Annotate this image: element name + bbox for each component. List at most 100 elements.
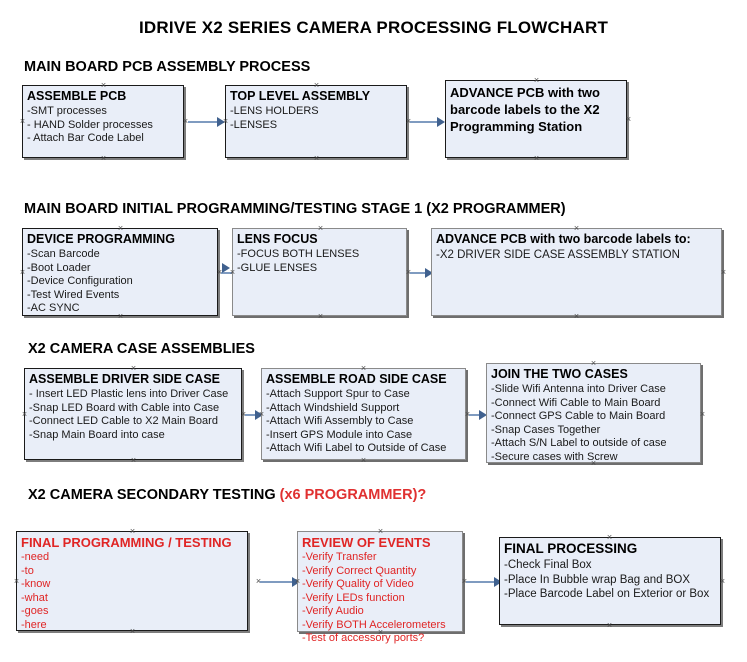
- box-advance-pcb-programming-station[interactable]: ADVANCE PCB with two barcode labels to t…: [445, 80, 627, 158]
- box-line: -Device Configuration: [27, 275, 133, 287]
- section-heading-3: X2 CAMERA CASE ASSEMBLIES: [28, 341, 255, 357]
- box-line: -Attach S/N Label to outside of case: [491, 437, 667, 449]
- arrowhead-icon: [437, 117, 445, 127]
- box-line: -Boot Loader: [27, 261, 91, 274]
- box-line: - Attach Bar Code Label: [27, 132, 144, 144]
- connection-handle[interactable]: [128, 527, 137, 536]
- connection-handle[interactable]: [532, 76, 541, 85]
- connection-handle[interactable]: [99, 81, 108, 90]
- box-assemble-driver-side-case[interactable]: ASSEMBLE DRIVER SIDE CASE - Insert LED P…: [24, 368, 242, 460]
- box-line: -what: [21, 591, 48, 604]
- box-top-level-assembly[interactable]: TOP LEVEL ASSEMBLY -LENS HOLDERS -LENSES: [225, 85, 407, 158]
- box-title: FINAL PROGRAMMING / TESTING: [21, 535, 232, 550]
- connection-handle[interactable]: [359, 456, 368, 465]
- box-line: -know: [21, 578, 51, 590]
- connection-handle[interactable]: [293, 577, 302, 586]
- section-heading-4-accent: (x6 PROGRAMMER)?: [279, 487, 427, 503]
- connection-handle[interactable]: [359, 364, 368, 373]
- connection-handle[interactable]: [572, 312, 581, 321]
- box-line: -Connect Wifi Cable to Main Board: [491, 396, 661, 409]
- arrowhead-icon: [479, 410, 487, 420]
- connection-handle[interactable]: [99, 154, 108, 163]
- box-review-of-events[interactable]: REVIEW OF EVENTS -Verify Transfer -Verif…: [297, 531, 463, 644]
- connection-handle[interactable]: [20, 410, 29, 419]
- connection-handle[interactable]: [376, 527, 385, 536]
- box-lens-focus[interactable]: LENS FOCUS -FOCUS BOTH LENSES -GLUE LENS…: [232, 228, 407, 316]
- box-title: REVIEW OF EVENTS: [302, 535, 431, 550]
- connection-handle[interactable]: [316, 224, 325, 233]
- connection-handle[interactable]: [718, 577, 727, 586]
- box-title: ASSEMBLE PCB: [27, 89, 127, 103]
- box-final-processing[interactable]: FINAL PROCESSING -Check Final Box -Place…: [499, 537, 721, 625]
- box-line: -Attach Wifi Assembly to Case: [266, 415, 414, 427]
- connection-handle[interactable]: [719, 268, 728, 277]
- section-heading-2-text: MAIN BOARD INITIAL PROGRAMMING/TESTING S…: [24, 201, 566, 217]
- box-line: -Verify Correct Quantity: [302, 564, 417, 577]
- arrowhead-icon: [425, 268, 433, 278]
- connector-arrow: [469, 414, 481, 416]
- connector-arrow: [410, 121, 438, 123]
- box-advance-pcb-driver-side-case[interactable]: ADVANCE PCB with two barcode labels to: …: [431, 228, 722, 316]
- box-title: ASSEMBLE DRIVER SIDE CASE: [29, 372, 221, 386]
- box-line: -Test Wired Events: [27, 288, 120, 301]
- connection-handle[interactable]: [128, 627, 137, 636]
- connection-handle[interactable]: [312, 154, 321, 163]
- box-line: - Insert LED Plastic lens into Driver Ca…: [29, 388, 229, 400]
- box-final-programming-testing[interactable]: FINAL PROGRAMMING / TESTING -need -to -k…: [16, 531, 248, 631]
- box-line: -LENSES: [230, 118, 278, 131]
- section-heading-1: MAIN BOARD PCB ASSEMBLY PROCESS: [24, 59, 310, 75]
- section-heading-2: MAIN BOARD INITIAL PROGRAMMING/TESTING S…: [24, 201, 566, 217]
- box-line: -Snap LED Board with Cable into Case: [29, 401, 220, 414]
- connection-handle[interactable]: [605, 533, 614, 542]
- section-heading-3-text: X2 CAMERA CASE ASSEMBLIES: [28, 341, 255, 357]
- connection-handle[interactable]: [589, 459, 598, 468]
- box-line: -Place In Bubble wrap Bag and BOX: [504, 573, 691, 586]
- box-line: -Verify Quality of Video: [302, 578, 414, 590]
- connection-handle[interactable]: [572, 224, 581, 233]
- connection-handle[interactable]: [18, 268, 27, 277]
- connector-arrow: [410, 272, 427, 274]
- box-line: -to: [21, 564, 34, 577]
- box-line: -Connect LED Cable to X2 Main Board: [29, 415, 218, 427]
- section-heading-1-text: MAIN BOARD PCB ASSEMBLY PROCESS: [24, 59, 311, 75]
- connection-handle[interactable]: [129, 364, 138, 373]
- connector-arrow: [245, 414, 257, 416]
- connection-handle[interactable]: [116, 224, 125, 233]
- box-line: -X2 DRIVER SIDE CASE ASSEMBLY STATION: [436, 249, 680, 261]
- box-device-programming[interactable]: DEVICE PROGRAMMING -Scan Barcode -Boot L…: [22, 228, 218, 316]
- box-line-overflow: -Test of accessory ports?: [302, 632, 425, 644]
- connection-handle[interactable]: [532, 154, 541, 163]
- connection-handle[interactable]: [605, 621, 614, 630]
- connection-handle[interactable]: [18, 117, 27, 126]
- box-line: - HAND Solder processes: [27, 118, 153, 131]
- section-heading-4-text: X2 CAMERA SECONDARY TESTING: [28, 487, 280, 503]
- connection-handle[interactable]: [221, 117, 230, 126]
- connection-handle[interactable]: [12, 577, 21, 586]
- connection-handle[interactable]: [589, 359, 598, 368]
- box-line: -goes: [21, 605, 49, 617]
- box-line: -LENS HOLDERS: [230, 105, 319, 117]
- box-assemble-pcb[interactable]: ASSEMBLE PCB -SMT processes - HAND Solde…: [22, 85, 184, 158]
- box-line: -Verify Transfer: [302, 551, 377, 563]
- box-title: JOIN THE TWO CASES: [491, 367, 628, 381]
- connection-handle[interactable]: [698, 410, 707, 419]
- page-title: IDRIVE X2 SERIES CAMERA PROCESSING FLOWC…: [138, 18, 609, 37]
- connection-handle[interactable]: [129, 456, 138, 465]
- connection-handle[interactable]: [116, 312, 125, 321]
- section-heading-4: X2 CAMERA SECONDARY TESTING (x6 PROGRAMM…: [28, 487, 426, 503]
- box-join-the-two-cases[interactable]: JOIN THE TWO CASES -Slide Wifi Antenna i…: [486, 363, 701, 463]
- box-title: ASSEMBLE ROAD SIDE CASE: [266, 372, 447, 386]
- connection-handle[interactable]: [312, 81, 321, 90]
- connection-handle[interactable]: [257, 410, 266, 419]
- box-line: -here: [21, 618, 47, 631]
- connector-arrow: [466, 581, 495, 583]
- connection-handle[interactable]: [228, 268, 237, 277]
- connection-handle[interactable]: [624, 115, 633, 124]
- connection-handle[interactable]: [376, 628, 385, 637]
- box-line: -Slide Wifi Antenna into Driver Case: [491, 383, 666, 395]
- connection-handle[interactable]: [316, 312, 325, 321]
- box-title: FINAL PROCESSING: [504, 541, 638, 556]
- arrowhead-icon: [222, 263, 230, 273]
- box-assemble-road-side-case[interactable]: ASSEMBLE ROAD SIDE CASE -Attach Support …: [261, 368, 466, 460]
- box-line: -Check Final Box: [504, 559, 592, 571]
